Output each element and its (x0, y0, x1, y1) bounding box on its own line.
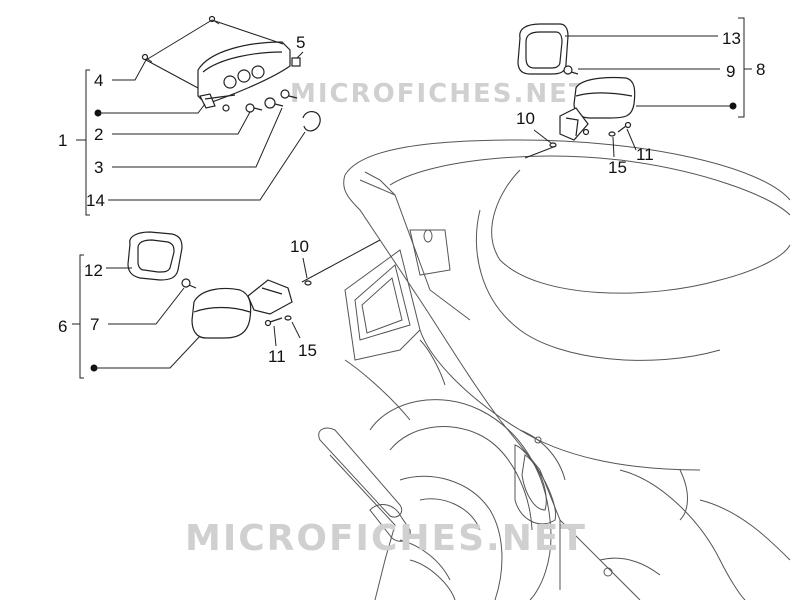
bolt-icon (563, 65, 579, 75)
callout-15-left: 15 (298, 341, 317, 360)
callout-11-top: 11 (636, 145, 654, 164)
rear-lens-left (127, 231, 183, 281)
tail-light-assembly (197, 41, 291, 109)
callout-1: 1 (58, 131, 67, 150)
grommet-icon (291, 57, 301, 67)
callout-3: 3 (94, 158, 103, 177)
vehicle-rear-outline (318, 139, 791, 601)
bracket-group-1 (76, 69, 90, 216)
callout-8: 8 (756, 60, 765, 79)
washer-icon (264, 280, 312, 327)
callout-10-top: 10 (516, 109, 535, 128)
callout-4: 4 (94, 71, 103, 90)
callout-5: 5 (296, 33, 305, 52)
callout-12: 12 (84, 261, 103, 280)
callout-6: 6 (58, 317, 67, 336)
callout-15-top: 15 (608, 158, 627, 177)
watermark-bottom: MICROFICHES.NET (185, 518, 587, 559)
turn-signal-left (191, 279, 293, 339)
washer-icon (549, 121, 632, 148)
callout-14: 14 (86, 191, 105, 210)
watermark-top: MICROFICHES.NET (290, 79, 589, 109)
callout-11-left: 11 (268, 347, 286, 366)
screw-icon (141, 15, 220, 63)
ring-icon (302, 111, 321, 132)
callout-13: 13 (722, 29, 741, 48)
callout-9: 9 (726, 62, 735, 81)
callout-2: 2 (94, 125, 103, 144)
callout-dot (729, 102, 737, 110)
callout-7: 7 (90, 315, 99, 334)
turn-signal-right (559, 76, 636, 141)
callout-10-left: 10 (290, 237, 309, 256)
bolt-icon (181, 278, 197, 289)
rear-lens-right (517, 23, 569, 75)
